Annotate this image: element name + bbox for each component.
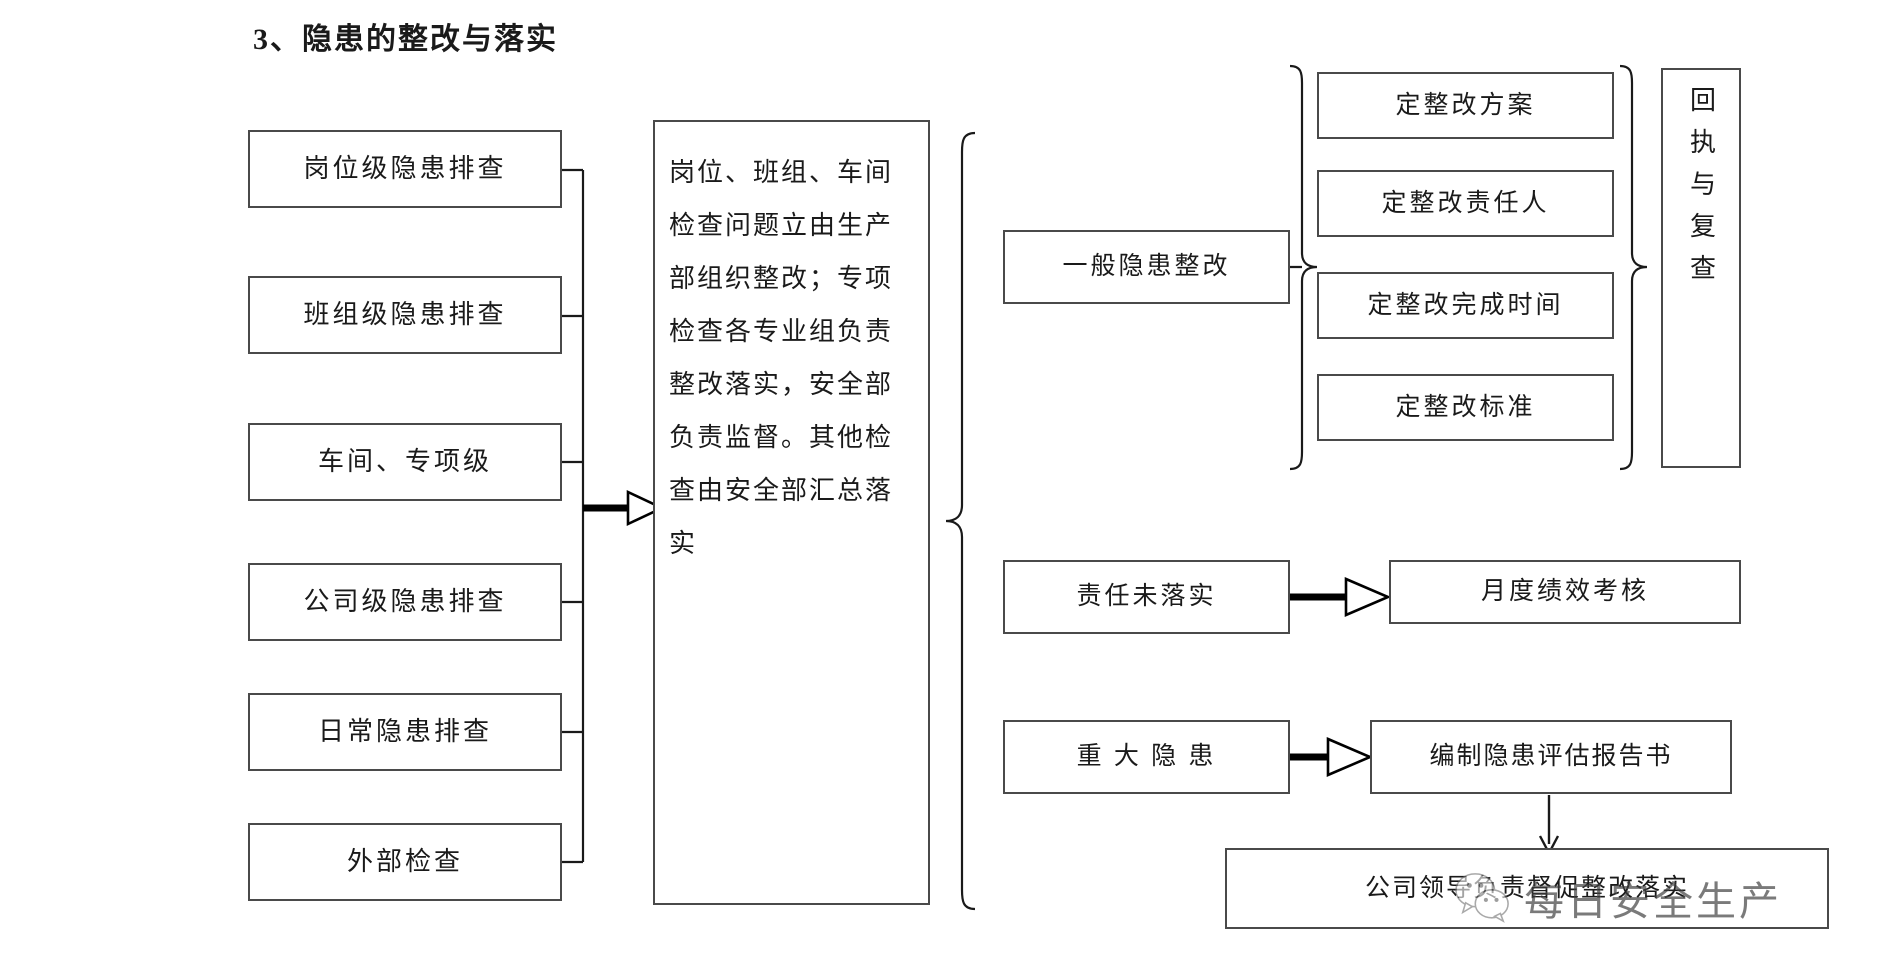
requirement-label: 定整改责任人 bbox=[1381, 189, 1550, 217]
responsibility-unfulfilled-label: 责任未落实 bbox=[1076, 583, 1217, 611]
responsibility-unfulfilled-box[interactable]: 责任未落实 bbox=[1003, 560, 1290, 634]
arrow-unfulfilled-to-kpi bbox=[1283, 577, 1392, 617]
center-process-label: 岗位、班组、车间检查问题立由生产部组织整改；专项检查各专业组负责整改落实，安全部… bbox=[669, 158, 894, 559]
requirement-label: 定整改方案 bbox=[1395, 91, 1536, 119]
requirement-box-owner[interactable]: 定整改责任人 bbox=[1317, 170, 1614, 237]
left-box-external[interactable]: 外部检查 bbox=[248, 823, 562, 901]
left-box-label: 班组级隐患排查 bbox=[303, 300, 507, 330]
major-hazard-label: 重 大 隐 患 bbox=[1076, 743, 1217, 771]
receipt-review-label: 回执与复查 bbox=[1686, 86, 1716, 296]
center-process-box[interactable]: 岗位、班组、车间检查问题立由生产部组织整改；专项检查各专业组负责整改落实，安全部… bbox=[653, 120, 930, 905]
left-box-company-level[interactable]: 公司级隐患排查 bbox=[248, 563, 562, 641]
requirement-box-plan[interactable]: 定整改方案 bbox=[1317, 72, 1614, 139]
page-title: 3、隐患的整改与落实 bbox=[253, 23, 558, 56]
arrow-report-to-leader bbox=[1538, 795, 1560, 856]
center-right-bracket bbox=[945, 131, 976, 911]
left-box-label: 岗位级隐患排查 bbox=[303, 154, 507, 184]
monthly-kpi-label: 月度绩效考核 bbox=[1480, 578, 1649, 606]
left-box-position-level[interactable]: 岗位级隐患排查 bbox=[248, 130, 562, 208]
left-box-daily[interactable]: 日常隐患排查 bbox=[248, 693, 562, 771]
major-hazard-box[interactable]: 重 大 隐 患 bbox=[1003, 720, 1290, 794]
leadership-supervision-box[interactable]: 公司领导负责督促整改落实 bbox=[1225, 848, 1829, 929]
requirement-box-deadline[interactable]: 定整改完成时间 bbox=[1317, 272, 1614, 339]
left-box-label: 车间、专项级 bbox=[317, 447, 492, 477]
requirement-label: 定整改完成时间 bbox=[1367, 291, 1564, 319]
general-rectification-label: 一般隐患整改 bbox=[1062, 253, 1231, 281]
hazard-assessment-report-label: 编制隐患评估报告书 bbox=[1429, 743, 1673, 771]
receipt-review-box[interactable]: 回执与复查 bbox=[1661, 68, 1741, 468]
arrow-major-to-report bbox=[1290, 737, 1374, 777]
general-rectification-box[interactable]: 一般隐患整改 bbox=[1003, 230, 1290, 304]
hazard-assessment-report-box[interactable]: 编制隐患评估报告书 bbox=[1370, 720, 1732, 794]
leadership-supervision-label: 公司领导负责督促整改落实 bbox=[1364, 874, 1689, 902]
left-box-team-level[interactable]: 班组级隐患排查 bbox=[248, 276, 562, 354]
requirements-right-bracket bbox=[1619, 64, 1648, 471]
left-box-label: 公司级隐患排查 bbox=[303, 587, 507, 617]
left-box-workshop-special-level[interactable]: 车间、专项级 bbox=[248, 423, 562, 501]
arrow-left-to-center bbox=[583, 489, 666, 527]
left-box-label: 日常隐患排查 bbox=[317, 717, 492, 747]
requirement-label: 定整改标准 bbox=[1395, 393, 1536, 421]
left-box-label: 外部检查 bbox=[346, 847, 463, 877]
monthly-kpi-box[interactable]: 月度绩效考核 bbox=[1389, 560, 1741, 624]
requirement-box-standard[interactable]: 定整改标准 bbox=[1317, 374, 1614, 441]
